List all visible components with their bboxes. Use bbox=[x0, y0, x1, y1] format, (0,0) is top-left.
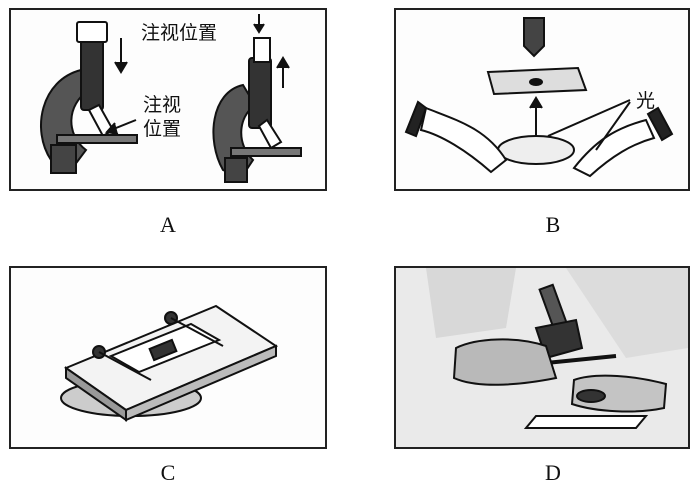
microscope-left bbox=[41, 22, 137, 173]
caption-c: C bbox=[148, 460, 188, 486]
annotation-gaze-position-top: 注视位置 bbox=[141, 22, 217, 44]
panel-c bbox=[9, 266, 327, 449]
panel-d bbox=[394, 266, 690, 449]
annotation-light: 光 bbox=[636, 90, 655, 112]
annotation-gaze: 注视 bbox=[143, 94, 181, 116]
caption-d: D bbox=[533, 460, 573, 486]
slide-on-stage-illustration bbox=[11, 268, 325, 447]
annotation-position: 位置 bbox=[143, 118, 181, 140]
caption-a: A bbox=[148, 212, 188, 238]
panel-a: 注视位置 注视 位置 bbox=[9, 8, 327, 191]
panel-b: 光 bbox=[394, 8, 690, 191]
caption-b: B bbox=[533, 212, 573, 238]
person-using-microscope-photo bbox=[396, 268, 688, 447]
microscope-right bbox=[213, 14, 301, 182]
